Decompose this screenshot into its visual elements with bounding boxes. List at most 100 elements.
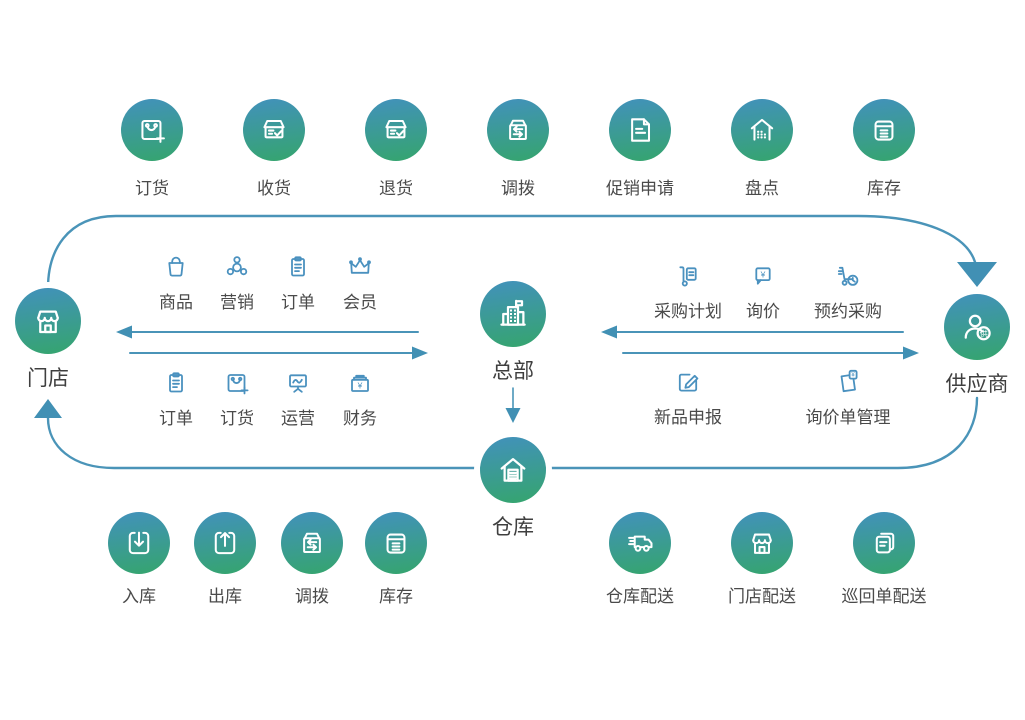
patrol-delivery-circle xyxy=(853,512,915,574)
module-order-2: 订单 xyxy=(124,367,228,429)
top-flow-item-stocktake: 盘点 xyxy=(712,99,812,199)
module-label: 营销 xyxy=(220,293,254,312)
storefront-icon xyxy=(744,525,780,561)
cash-box-icon: ¥ xyxy=(344,367,376,399)
arrowhead-to-supplier-top xyxy=(957,262,997,287)
entity-label: 仓库 xyxy=(492,516,534,539)
arrowhead-left-pair-right xyxy=(412,346,428,360)
promotion-request-circle xyxy=(609,99,671,161)
top-flow-item-return-goods: 退货 xyxy=(346,99,446,199)
warehouse-flow-inventory: 库存 xyxy=(346,512,446,607)
house-dots-icon xyxy=(744,112,780,148)
order-goods-circle xyxy=(121,99,183,161)
module-operations: 运营 xyxy=(246,367,350,429)
crown-icon xyxy=(344,251,376,283)
module-finance: ¥ 财务 xyxy=(308,367,412,429)
flow-item-label: 巡回单配送 xyxy=(841,587,927,606)
box-check-icon xyxy=(378,112,414,148)
flow-item-label: 门店配送 xyxy=(728,587,796,606)
entity-label: 供应商 xyxy=(945,373,1009,396)
flow-item-label: 入库 xyxy=(122,587,156,606)
docs-stack-icon xyxy=(866,525,902,561)
entity-warehouse: 仓库 xyxy=(458,437,568,541)
flow-item-label: 盘点 xyxy=(745,179,779,198)
svg-text:供: 供 xyxy=(980,328,988,338)
warehouse-delivery-circle xyxy=(609,512,671,574)
entity-label: 总部 xyxy=(492,360,534,383)
curve-store-to-supplier xyxy=(46,214,977,290)
box-lines-icon xyxy=(866,112,902,148)
top-flow-item-receive-goods: 收货 xyxy=(224,99,324,199)
module-inquiry-doc-management: ¥ 询价单管理 xyxy=(796,366,900,428)
entity-store: 门店 xyxy=(0,288,103,392)
warehouse-circle xyxy=(480,437,546,503)
return-goods-circle xyxy=(365,99,427,161)
module-order: 订单 xyxy=(246,251,350,313)
module-ordering: 订货 xyxy=(185,367,289,429)
stocktake-circle xyxy=(731,99,793,161)
svg-text:¥: ¥ xyxy=(851,373,855,379)
doc-yen-icon: ¥ xyxy=(832,366,864,398)
svg-text:¥: ¥ xyxy=(357,381,363,391)
entity-headquarters: 总部 xyxy=(458,281,568,385)
speech-yen-icon: ¥ xyxy=(747,260,779,292)
delivery-warehouse-delivery: 仓库配送 xyxy=(584,512,696,607)
headquarters-circle xyxy=(480,281,546,347)
arrowhead-to-warehouse xyxy=(505,408,521,423)
box-transfer-icon xyxy=(500,112,536,148)
shopping-bag-plus-icon xyxy=(221,367,253,399)
flow-item-label: 调拨 xyxy=(501,179,535,198)
module-inquiry: ¥ 询价 xyxy=(711,260,815,322)
store-circle xyxy=(15,288,81,354)
network-icon xyxy=(221,251,253,283)
person-badge-icon: 供 xyxy=(957,307,997,347)
arrowhead-left-pair-left xyxy=(116,325,132,339)
warehouse-flow-transfer: 调拨 xyxy=(262,512,362,607)
trolley-doc-icon xyxy=(672,260,704,292)
module-label: 订货 xyxy=(220,409,254,428)
arrowhead-right-pair-right xyxy=(903,346,919,360)
module-label: 询价单管理 xyxy=(805,408,891,427)
storefront-icon xyxy=(28,301,68,341)
module-label: 运营 xyxy=(281,409,315,428)
outbound-circle xyxy=(194,512,256,574)
cart-clock-icon xyxy=(832,260,864,292)
arrow-out-tray-icon xyxy=(207,525,243,561)
svg-text:¥: ¥ xyxy=(760,269,766,279)
warehouse-house-icon xyxy=(493,450,533,490)
inbound-circle xyxy=(108,512,170,574)
inventory-circle xyxy=(365,512,427,574)
module-member: 会员 xyxy=(308,251,412,313)
warehouse-flow-inbound: 入库 xyxy=(89,512,189,607)
top-flow-item-transfer: 调拨 xyxy=(468,99,568,199)
module-purchase-plan: 采购计划 xyxy=(636,260,740,322)
entity-label: 门店 xyxy=(27,367,69,390)
document-lines-icon xyxy=(622,112,658,148)
module-label: 新品申报 xyxy=(654,408,722,427)
module-marketing: 营销 xyxy=(185,251,289,313)
delivery-store-delivery: 门店配送 xyxy=(706,512,818,607)
module-label: 采购计划 xyxy=(654,302,722,321)
module-label: 订单 xyxy=(159,409,193,428)
receive-goods-circle xyxy=(243,99,305,161)
clipboard-icon xyxy=(160,367,192,399)
module-product: 商品 xyxy=(124,251,228,313)
flow-item-label: 订货 xyxy=(135,179,169,198)
curve-supplier-to-store xyxy=(46,396,979,470)
transfer-circle xyxy=(487,99,549,161)
module-label: 会员 xyxy=(343,293,377,312)
truck-icon xyxy=(622,525,658,561)
flow-item-label: 退货 xyxy=(379,179,413,198)
top-flow-item-promotion-request: 促销申请 xyxy=(590,99,690,199)
flow-item-label: 促销申请 xyxy=(606,179,674,198)
arrow-in-tray-icon xyxy=(121,525,157,561)
warehouse-flow-outbound: 出库 xyxy=(175,512,275,607)
pencil-square-icon xyxy=(672,366,704,398)
flow-item-label: 库存 xyxy=(867,179,901,198)
flow-item-label: 仓库配送 xyxy=(606,587,674,606)
flow-item-label: 库存 xyxy=(379,587,413,606)
module-label: 询价 xyxy=(746,302,780,321)
clipboard-icon xyxy=(282,251,314,283)
